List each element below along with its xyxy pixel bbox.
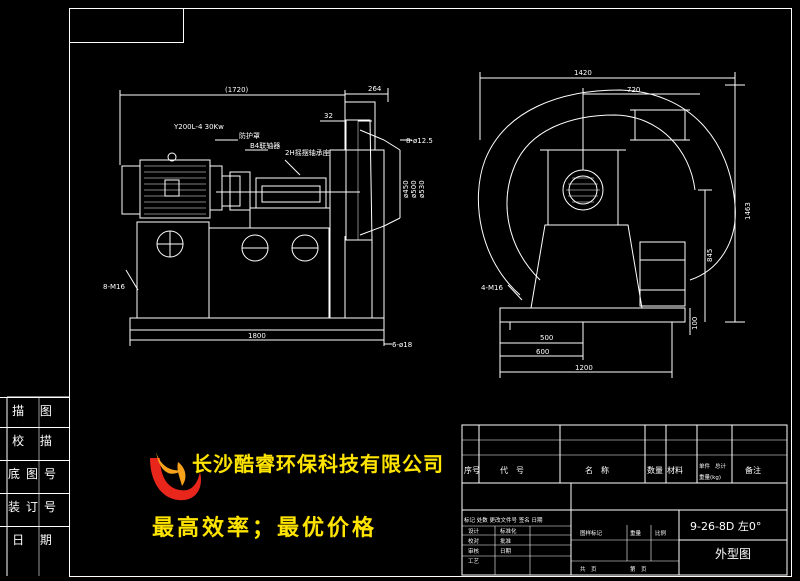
tb-col-code: 代 号	[500, 465, 524, 475]
base-length: 1800	[248, 332, 266, 340]
anchor-holes-label: 6-ø18	[392, 341, 412, 349]
tb-sheet-no: 第 页	[630, 565, 647, 573]
dim-500-right: 500	[540, 334, 553, 342]
guard-label: 防护罩	[239, 131, 260, 140]
tb-process: 工艺	[468, 558, 480, 565]
dia-450: ø450	[402, 180, 410, 198]
dia-500: ø500	[410, 180, 418, 198]
tb-weight: 重量	[630, 529, 642, 537]
anchor-right-label: 4-M16	[481, 284, 503, 292]
dim-845: 845	[706, 249, 714, 262]
tb-weight-unit: 重量(kg)	[699, 473, 721, 481]
tb-col-material: 材料	[667, 465, 683, 475]
company-name: 长沙酷睿环保科技有限公司	[192, 452, 444, 476]
dia-530: ø530	[418, 180, 426, 198]
side-cell-trace: 描 图	[0, 397, 70, 424]
tb-col-no: 序号	[464, 465, 480, 475]
tb-standardize: 标准化	[500, 527, 517, 535]
side-cell-base-no: 底图号	[0, 460, 70, 487]
company-logo	[150, 452, 202, 501]
coupling-label: B4联轴器	[250, 141, 280, 150]
bolt-holes-label: 8-ø12.5	[406, 137, 433, 145]
tb-col-name: 名 称	[585, 465, 609, 475]
tb-drawing-name: 外型图	[715, 547, 751, 561]
side-cell-binding-no: 装订号	[0, 493, 70, 520]
dim-720: 720	[627, 86, 640, 94]
name-box	[69, 8, 184, 43]
side-elevation-view	[119, 88, 412, 346]
tb-date: 日期	[500, 548, 512, 555]
title-block	[461, 424, 788, 576]
tb-approve: 批准	[500, 537, 512, 545]
tb-col-remarks: 备注	[745, 465, 761, 475]
outer-border	[69, 8, 792, 577]
dim-600: 600	[536, 348, 549, 356]
bearing-label: 2H摇摆轴承座	[285, 148, 330, 157]
tb-review: 审核	[468, 547, 480, 555]
side-cell-date: 日 期	[0, 526, 70, 553]
dim-1463: 1463	[744, 202, 752, 220]
dim-overall-length: (1720)	[225, 86, 249, 94]
tb-stage-mark: 图样标记	[580, 529, 603, 537]
tb-col-qty: 数量	[647, 465, 663, 475]
tb-model: 9-26-8D 左0°	[690, 520, 761, 533]
side-cell-check: 校 描	[0, 427, 70, 454]
anchor-left-label: 8-M16	[103, 283, 125, 291]
dim-32: 32	[324, 112, 333, 120]
dim-100: 100	[691, 317, 699, 330]
tb-scale: 比例	[655, 529, 667, 537]
front-elevation-view	[477, 72, 745, 378]
dim-1420: 1420	[574, 69, 592, 77]
dim-264: 264	[368, 85, 382, 93]
dim-1200: 1200	[575, 364, 593, 372]
company-slogan: 最高效率；最优价格	[152, 516, 378, 541]
tb-weight-total: 总计	[715, 462, 727, 470]
tb-check: 校对	[468, 537, 480, 545]
tb-weight-single: 单件	[699, 462, 711, 470]
motor-label: Y200L-4 30Kw	[173, 123, 224, 131]
tb-design: 设计	[468, 527, 480, 535]
tb-rev-row: 标记 处数 更改文件号 签名 日期	[464, 516, 543, 524]
tb-sheets: 共 页	[580, 565, 597, 573]
